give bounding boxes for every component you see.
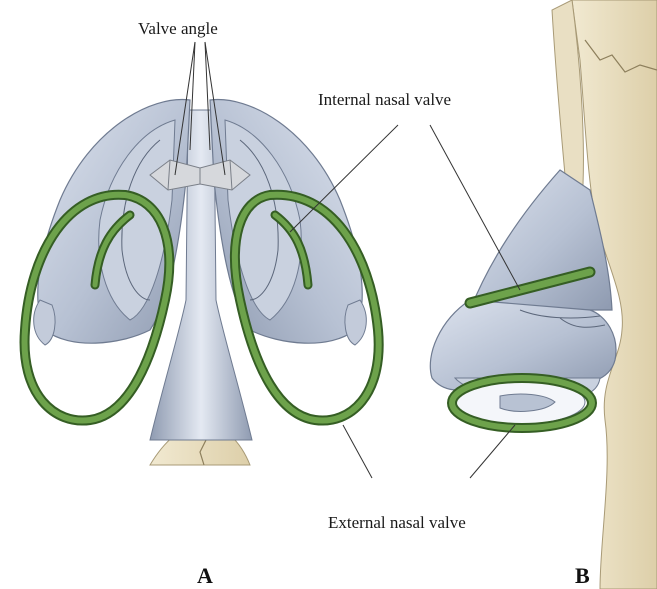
external-valve-leader-a <box>343 425 372 478</box>
panel-label-a: A <box>197 565 213 587</box>
internal-nasal-valve-label: Internal nasal valve <box>318 91 451 108</box>
panel-b-drawing <box>430 0 657 589</box>
external-valve-leader-b <box>470 425 515 478</box>
panel-label-b: B <box>575 565 590 587</box>
valve-angle-label: Valve angle <box>138 20 218 37</box>
internal-valve-leader-b <box>430 125 520 290</box>
external-nasal-valve-label: External nasal valve <box>328 514 466 531</box>
